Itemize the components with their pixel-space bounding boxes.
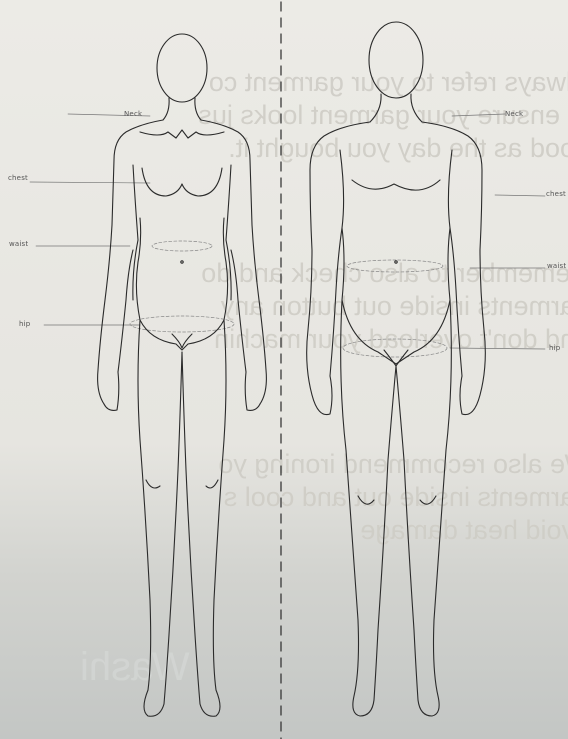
chest-label-right: chest xyxy=(546,190,566,198)
waist-label-left: waist xyxy=(9,240,28,248)
waist-label-right: waist xyxy=(547,262,566,270)
hip-label-right: hip xyxy=(549,344,560,352)
neck-label-right: Neck xyxy=(505,110,523,118)
hip-ellipse-female xyxy=(130,316,234,332)
male-figure xyxy=(307,22,486,716)
neck-measure-line-right xyxy=(452,114,505,116)
chest-measure-line-right xyxy=(495,195,545,196)
neck-label-left: Neck xyxy=(124,110,142,118)
female-figure xyxy=(98,34,267,716)
waist-ellipse-female xyxy=(152,241,212,251)
hip-label-left: hip xyxy=(19,320,30,328)
chest-measure-line-left xyxy=(30,182,150,183)
hip-measure-line-right xyxy=(450,348,545,349)
measure-lines xyxy=(30,114,545,349)
hip-ellipse-male xyxy=(343,339,447,357)
chest-label-left: chest xyxy=(8,174,28,182)
